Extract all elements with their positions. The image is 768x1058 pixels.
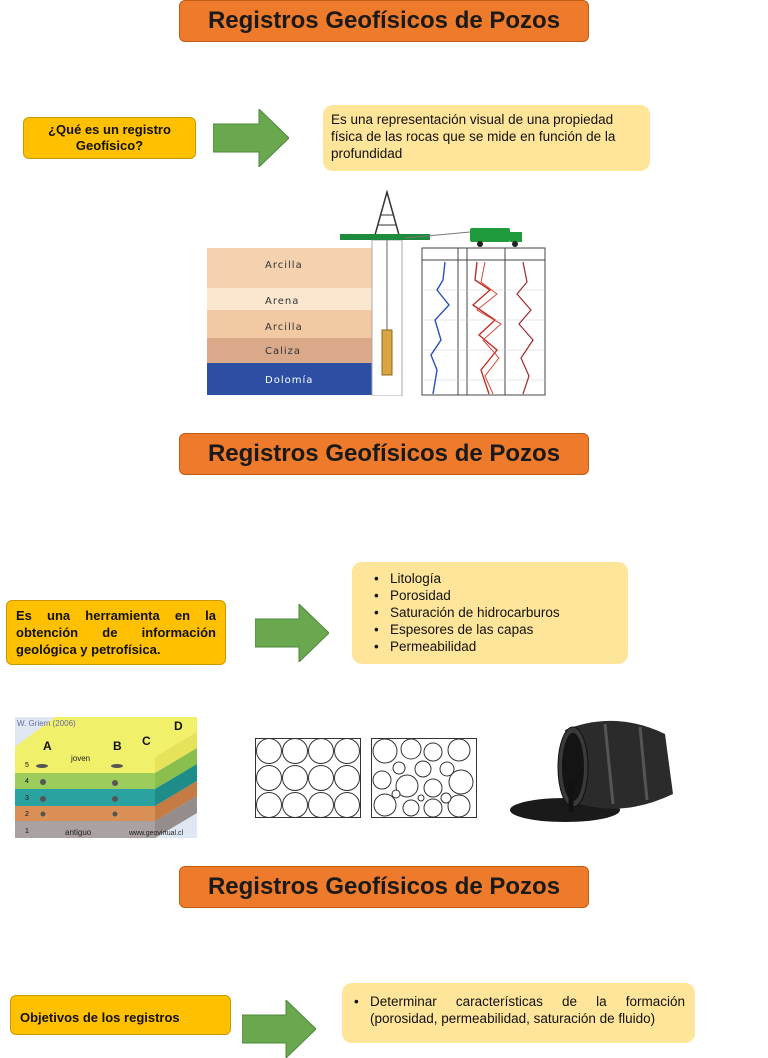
layer-number: 5 [25, 762, 29, 769]
strata-block-diagram: W. Griem (2006) A B C D joven antiguo ww… [15, 717, 197, 838]
strata-young-label: joven [70, 754, 90, 763]
strata-credit: W. Griem (2006) [17, 719, 76, 728]
strata-label: C [142, 734, 151, 748]
well-log-illustration: Arcilla Arena Arcilla Caliza Dolomía [207, 190, 546, 396]
strata-site: www.geovirtual.cl [128, 830, 184, 837]
statement-box: Es una herramienta en la obtención de in… [6, 600, 226, 665]
list-item: Permeabilidad [374, 638, 618, 655]
layer-number: 2 [25, 811, 29, 818]
layer-number: 3 [25, 795, 29, 802]
list-item: Determinar características de la formaci… [354, 993, 685, 1027]
slide2-title: Registros Geofísicos de Pozos [179, 433, 589, 475]
objectives-list: Determinar características de la formaci… [344, 993, 685, 1027]
oil-barrel-image [510, 720, 673, 822]
slide3-title: Registros Geofísicos de Pozos [179, 866, 589, 908]
list-item: Litología [374, 570, 618, 587]
layer-label: Arena [265, 296, 299, 307]
right-arrow-icon [242, 1000, 316, 1058]
answer-box: Es una representación visual de una prop… [323, 105, 650, 171]
right-arrow-icon [255, 604, 329, 662]
strata-label: B [113, 739, 122, 753]
strata-label: D [174, 719, 183, 733]
list-item: Espesores de las capas [374, 621, 618, 638]
layer-label: Caliza [265, 346, 301, 357]
list-item: Porosidad [374, 587, 618, 604]
layer-label: Arcilla [265, 322, 303, 333]
right-arrow-icon [213, 109, 289, 167]
list-item: Saturación de hidrocarburos [374, 604, 618, 621]
strata-label: A [43, 739, 52, 753]
layer-label: Arcilla [265, 260, 303, 271]
topics-list: Litología Porosidad Saturación de hidroc… [364, 570, 618, 655]
grain-packing-mixed [371, 738, 477, 818]
layer-label: Dolomía [265, 374, 313, 386]
grain-packing-cubic [255, 738, 361, 818]
strata-old-label: antiguo [65, 828, 92, 837]
topics-box: Litología Porosidad Saturación de hidroc… [352, 562, 628, 664]
objectives-box: Determinar características de la formaci… [342, 983, 695, 1043]
layer-number: 4 [25, 778, 29, 785]
question-box: ¿Qué es un registro Geofísico? [23, 117, 196, 159]
slide1-title: Registros Geofísicos de Pozos [179, 0, 589, 42]
objective-box: Objetivos de los registros [10, 995, 231, 1035]
layer-number: 1 [25, 828, 29, 835]
